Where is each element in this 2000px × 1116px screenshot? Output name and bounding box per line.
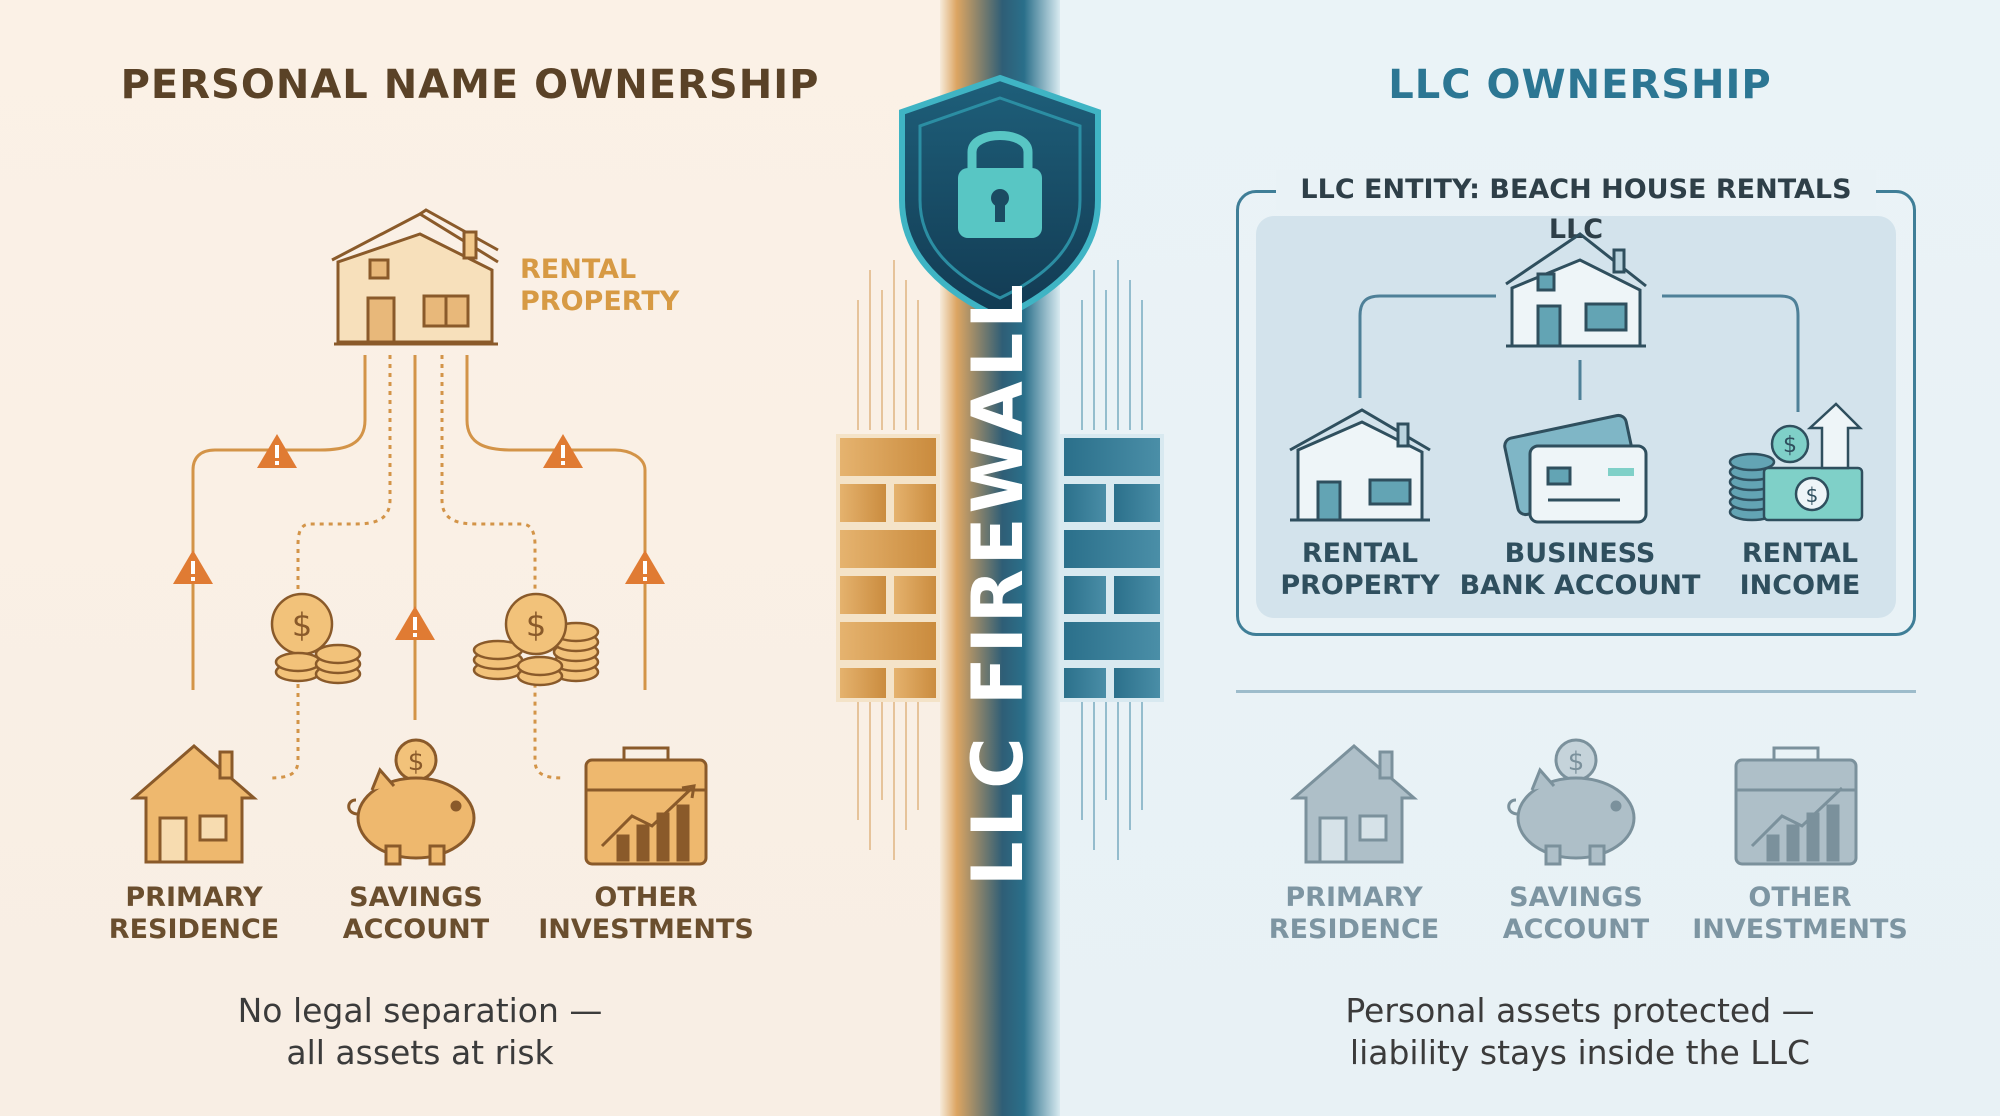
bank-card-icon: [1503, 413, 1648, 524]
coins-icon: $: [270, 592, 362, 685]
svg-text:$: $: [1806, 483, 1819, 507]
llc-piggy-bank-icon: $: [1507, 738, 1636, 866]
svg-text:$: $: [408, 747, 425, 777]
right-caption: Personal assets protected — liability st…: [1345, 991, 1815, 1072]
personal-ownership-title: PERSONAL NAME OWNERSHIP: [120, 62, 820, 108]
coins-stack-icon: $: [472, 592, 600, 687]
right-asset-label-savings-account: SAVINGS ACCOUNT: [1502, 882, 1650, 945]
svg-text:$: $: [292, 606, 312, 644]
llc-connectors: [1358, 294, 1800, 412]
right-asset-label-other-investments: OTHER INVESTMENTS: [1692, 882, 1908, 945]
llc-house-icon: [1505, 232, 1647, 348]
rental-income-icon: $ $: [1728, 402, 1864, 522]
right-asset-label-primary-residence: PRIMARY RESIDENCE: [1268, 882, 1440, 945]
entity-label-rental-income: RENTAL INCOME: [1739, 538, 1861, 601]
entity-label-rental-property: RENTAL PROPERTY: [1280, 538, 1440, 601]
left-asset-label-savings-account: SAVINGS ACCOUNT: [342, 882, 490, 945]
brick-wall-warm: [836, 434, 940, 702]
svg-text:$: $: [526, 606, 546, 644]
entity-label-business-bank-account: BUSINESS BANK ACCOUNT: [1459, 538, 1701, 601]
brick-wall-cool: [1060, 434, 1164, 702]
left-caption: No legal separation — all assets at risk: [237, 991, 603, 1072]
shield-lock-icon: [899, 74, 1101, 322]
svg-text:$: $: [1783, 433, 1797, 458]
llc-ownership-title: LLC OWNERSHIP: [1388, 62, 1772, 108]
rental-property-icon: [1289, 408, 1431, 522]
investments-briefcase-icon: [584, 746, 708, 866]
llc-briefcase-icon: [1734, 746, 1858, 866]
left-connectors: [191, 355, 647, 780]
section-divider: [1236, 690, 1916, 693]
piggy-bank-icon: $: [347, 738, 476, 866]
rental-property-house-icon: [331, 208, 499, 346]
left-asset-label-primary-residence: PRIMARY RESIDENCE: [108, 882, 280, 945]
rental-property-label: RENTAL PROPERTY: [520, 254, 680, 317]
personal-ownership-panel: [0, 0, 940, 1116]
llc-entity-title: LLC ENTITY: BEACH HOUSE RENTALS LLC: [1276, 170, 1876, 245]
primary-residence-icon: [129, 744, 259, 864]
warning-icon: [173, 434, 665, 640]
firewall-label: LLC FIREWALL: [957, 280, 1039, 886]
llc-primary-residence-icon: [1289, 744, 1419, 864]
svg-text:$: $: [1568, 747, 1585, 777]
firewall-lines: [857, 260, 1143, 860]
left-asset-label-other-investments: OTHER INVESTMENTS: [538, 882, 754, 945]
